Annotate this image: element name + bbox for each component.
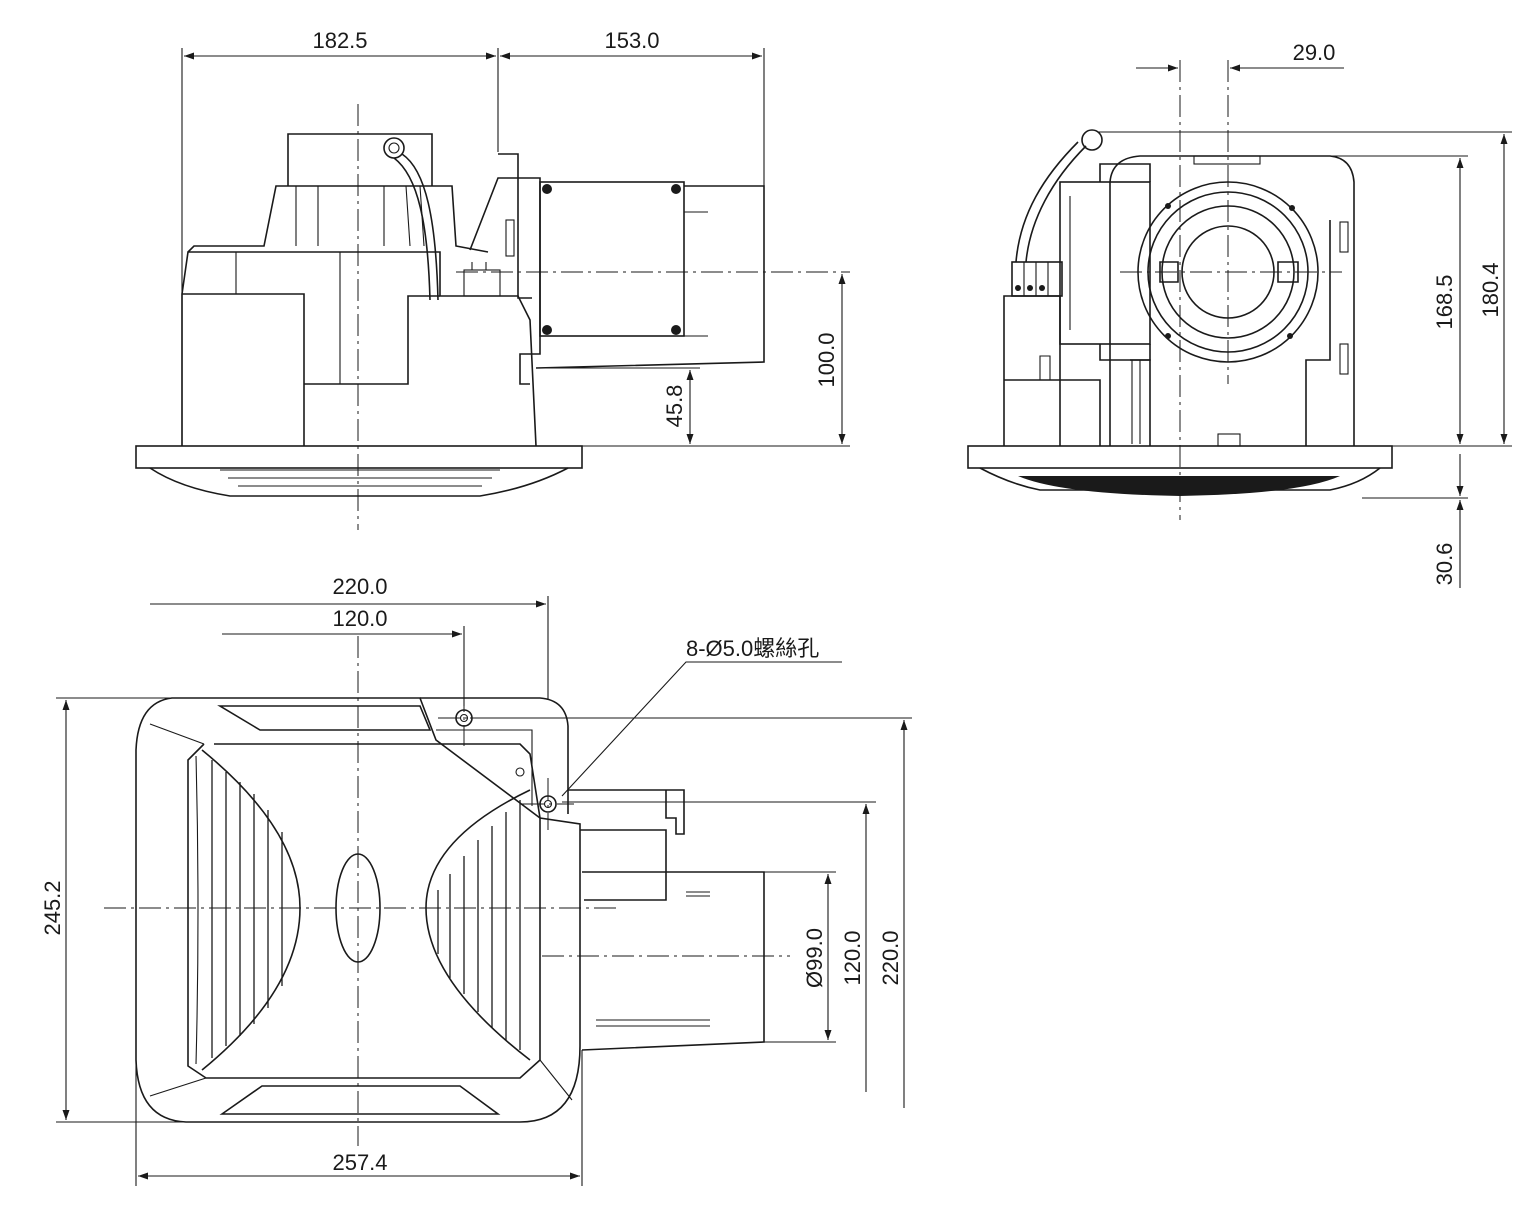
dim-top-width-total: 220.0 [332, 574, 387, 599]
dim-side-height-inner: 168.5 [1432, 274, 1457, 329]
dim-side-height-total: 180.4 [1478, 262, 1503, 317]
dim-duct-diameter: Ø99.0 [802, 928, 827, 988]
dim-front-duct-height: 100.0 [814, 332, 839, 387]
dim-side-grille-depth: 30.6 [1432, 543, 1457, 586]
front-view [135, 48, 850, 530]
top-view [56, 596, 912, 1186]
dim-duct-box-depth: 120.0 [840, 930, 865, 985]
dim-top-width-inner: 120.0 [332, 606, 387, 631]
dim-side-offset: 29.0 [1293, 40, 1336, 65]
dim-front-width-left: 182.5 [312, 28, 367, 53]
side-view [967, 60, 1512, 588]
dim-front-width-right: 153.0 [604, 28, 659, 53]
label-screw-holes: 8-Ø5.0螺絲孔 [686, 636, 819, 661]
dim-top-depth: 245.2 [40, 880, 65, 935]
dim-box-depth-total: 220.0 [878, 930, 903, 985]
dim-top-panel-width: 257.4 [332, 1150, 387, 1175]
dim-front-flange-height: 45.8 [662, 385, 687, 428]
